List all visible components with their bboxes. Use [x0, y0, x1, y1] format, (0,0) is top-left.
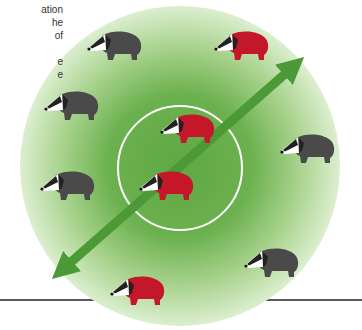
caption-fragment: e: [57, 56, 63, 68]
grey-badger: [87, 32, 141, 60]
red-badger: [214, 32, 268, 60]
caption-fragment: of: [55, 30, 63, 42]
grey-badger: [244, 249, 298, 277]
caption-fragment: ation: [41, 4, 63, 16]
grey-badger: [280, 135, 334, 163]
grey-badger: [40, 172, 94, 200]
caption-fragment: he: [52, 17, 63, 29]
red-badger: [139, 172, 193, 200]
spread-arrow: [62, 66, 294, 270]
zone-circle: [20, 6, 340, 326]
red-badger: [160, 115, 214, 143]
red-badger: [110, 277, 164, 305]
caption-fragment: e: [57, 69, 63, 81]
grey-badger: [44, 92, 98, 120]
